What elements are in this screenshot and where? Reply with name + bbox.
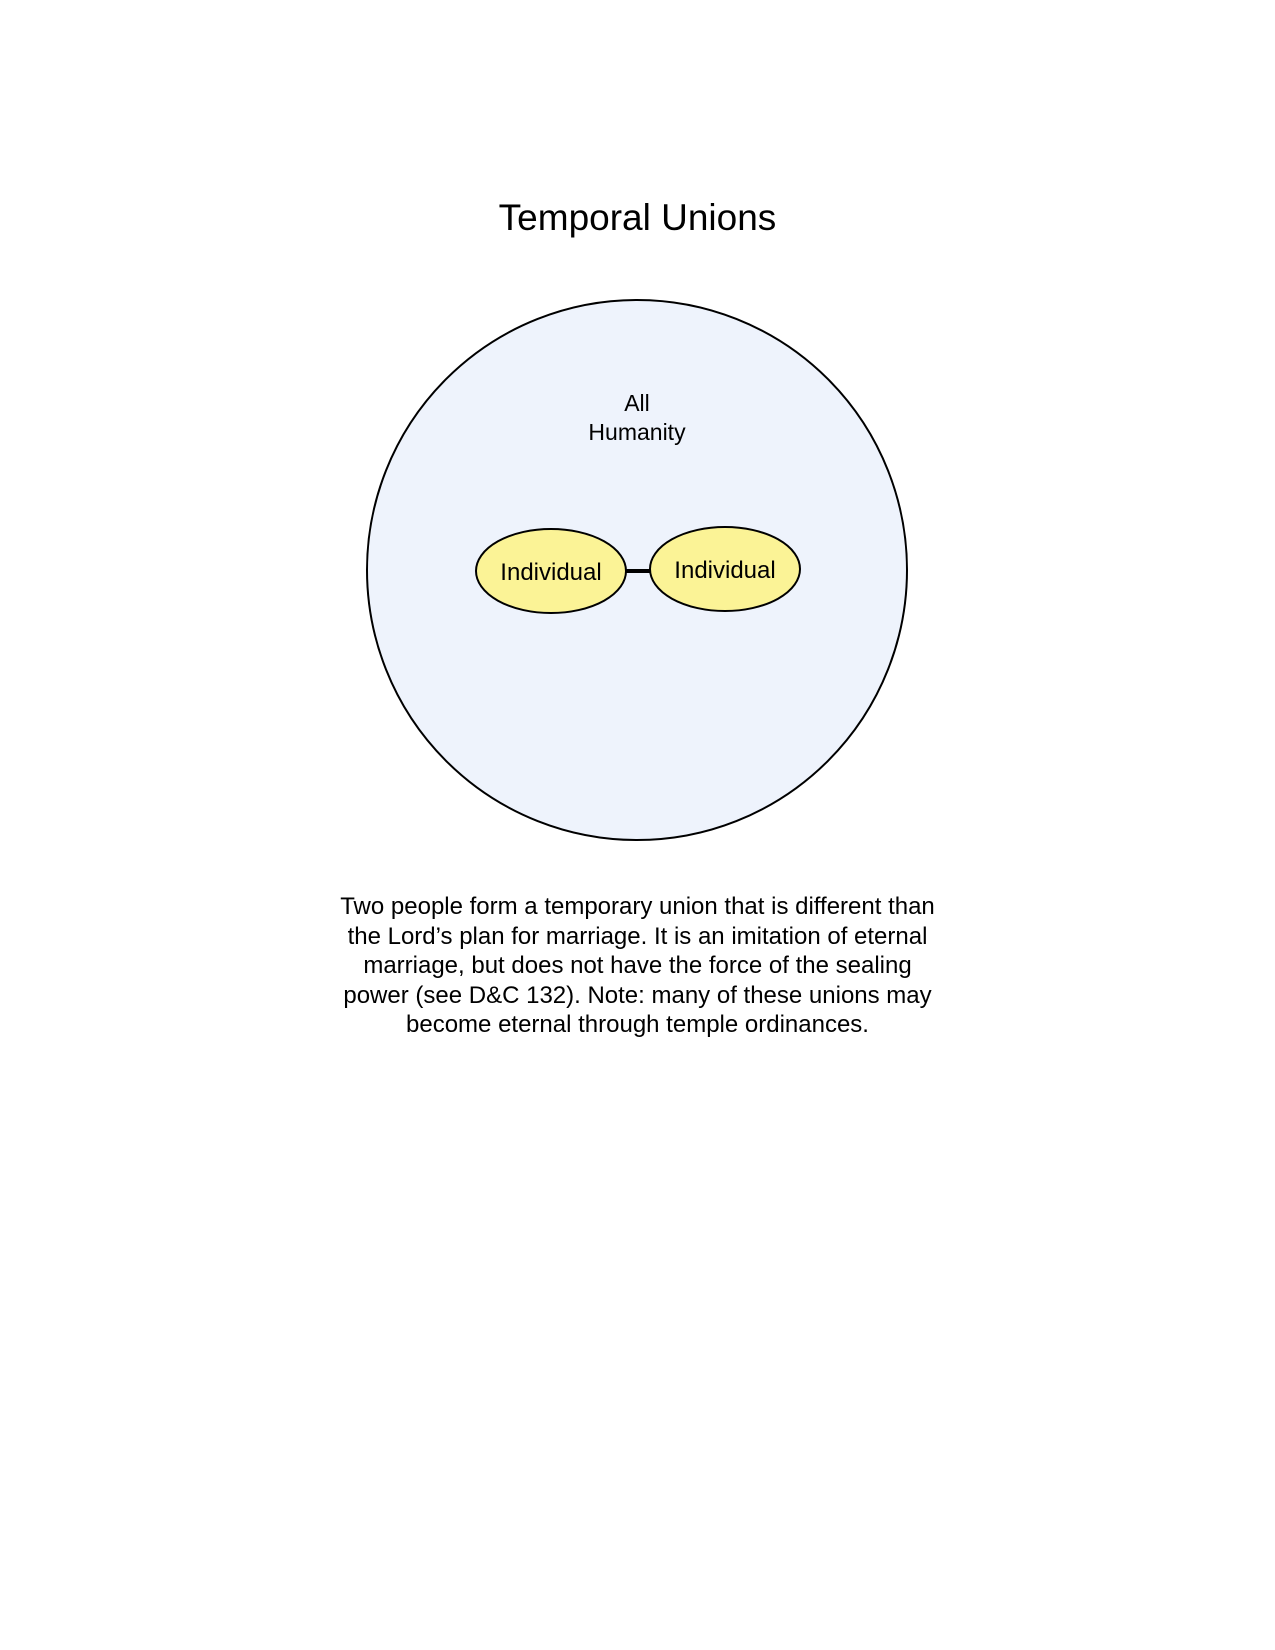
left-individual-node	[475, 528, 627, 614]
caption-line: power (see D&C 132). Note: many of these…	[343, 981, 932, 1009]
page-title: Temporal Unions	[498, 197, 777, 238]
right-individual-node	[649, 526, 801, 612]
right-individual-label: Individual	[674, 557, 775, 584]
caption-paragraph: Two people form a temporary union that i…	[300, 892, 975, 1040]
caption-line: marriage, but does not have the force of…	[363, 952, 912, 979]
left-individual-label: Individual	[500, 559, 601, 586]
caption-line: Two people form a temporary union that i…	[340, 893, 935, 920]
caption-line: become eternal through temple ordinances…	[406, 1011, 869, 1038]
all-humanity-label-line1: All	[624, 390, 650, 416]
caption-line: the Lord’s plan for marriage. It is an i…	[347, 922, 928, 950]
all-humanity-label-line2: Humanity	[588, 419, 686, 445]
